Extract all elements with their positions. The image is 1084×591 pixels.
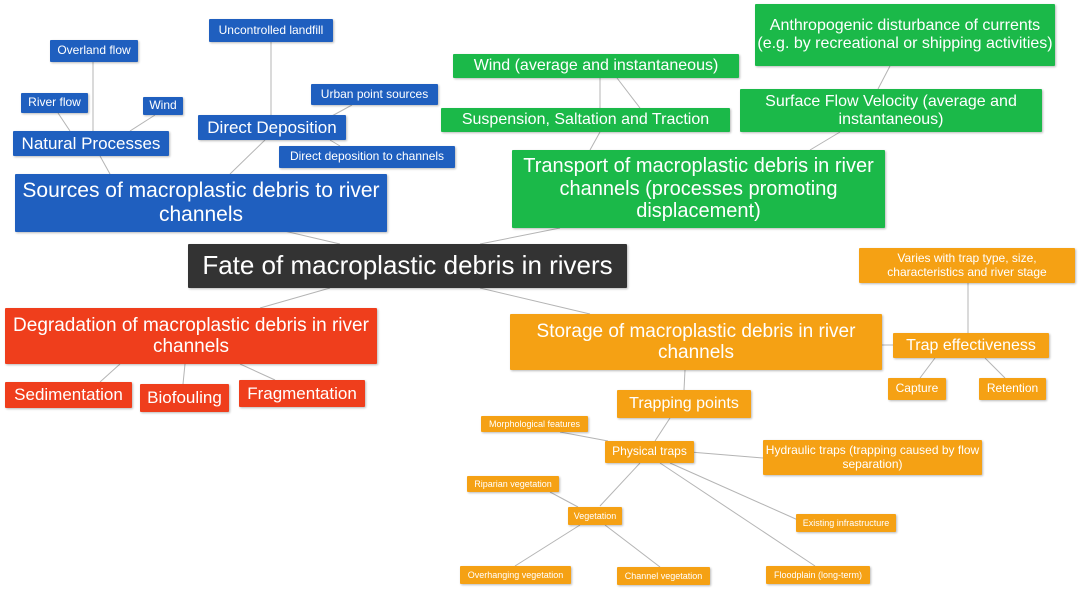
overhanging-vegetation-node[interactable]: Overhanging vegetation (460, 566, 571, 584)
link-trapeff-retention (984, 357, 1006, 379)
link-physical-floodplain (659, 462, 816, 567)
urban-point-sources-node[interactable]: Urban point sources (311, 84, 438, 105)
link-natural-wind (129, 114, 156, 132)
link-physical-morph (559, 431, 609, 442)
retention-node[interactable]: Retention (979, 378, 1046, 400)
link-vegetation-overhanging (514, 524, 581, 567)
vegetation-node[interactable]: Vegetation (568, 507, 622, 525)
hydraulic-traps-node[interactable]: Hydraulic traps (trapping caused by flow… (763, 440, 982, 475)
link-storage-trapping (683, 369, 686, 391)
morphological-features-node[interactable]: Morphological features (481, 416, 588, 432)
natural-processes-node[interactable]: Natural Processes (13, 131, 169, 156)
uncontrolled-landfill-node[interactable]: Uncontrolled landfill (209, 19, 333, 42)
link-sources-natural (99, 155, 111, 175)
link-degradation-biofouling (182, 363, 186, 385)
direct-deposition-channels-node[interactable]: Direct deposition to channels (279, 146, 455, 168)
link-trapeff-capture (919, 357, 936, 379)
link-center-transport (479, 227, 561, 245)
existing-infrastructure-node[interactable]: Existing infrastructure (796, 514, 896, 532)
link-physical-infrastructure (669, 462, 799, 521)
channel-vegetation-node[interactable]: Channel vegetation (617, 567, 710, 585)
fragmentation-node[interactable]: Fragmentation (239, 380, 365, 407)
link-physical-hydraulic (689, 451, 764, 459)
trapping-points-node[interactable]: Trapping points (617, 390, 751, 418)
link-wind-surface (616, 77, 641, 109)
sedimentation-node[interactable]: Sedimentation (5, 382, 132, 408)
wind-transport-node[interactable]: Wind (average and instantaneous) (453, 54, 739, 78)
degradation-node[interactable]: Degradation of macroplastic debris in ri… (5, 308, 377, 364)
direct-deposition-node[interactable]: Direct Deposition (198, 115, 346, 140)
link-degradation-sedimentation (99, 363, 121, 383)
floodplain-node[interactable]: Floodplain (long-term) (766, 566, 870, 584)
physical-traps-node[interactable]: Physical traps (605, 441, 694, 463)
link-vegetation-riparian (549, 491, 579, 508)
anthropogenic-disturbance-node[interactable]: Anthropogenic disturbance of currents (e… (755, 4, 1055, 66)
link-transport-suspension (589, 131, 601, 151)
link-direct-channels (329, 139, 341, 147)
link-degradation-fragmentation (239, 363, 276, 381)
link-center-storage (479, 287, 591, 315)
link-natural-riverflow (57, 112, 71, 132)
biofouling-node[interactable]: Biofouling (140, 384, 229, 412)
transport-node[interactable]: Transport of macroplastic debris in rive… (512, 150, 885, 228)
storage-node[interactable]: Storage of macroplastic debris in river … (510, 314, 882, 370)
riparian-vegetation-node[interactable]: Riparian vegetation (467, 476, 559, 492)
link-physical-vegetation (599, 462, 641, 507)
link-trapping-physical (654, 417, 671, 442)
sources-node[interactable]: Sources of macroplastic debris to river … (15, 174, 387, 232)
trap-effectiveness-node[interactable]: Trap effectiveness (893, 333, 1049, 358)
link-center-degradation (259, 287, 331, 309)
river-flow-node[interactable]: River flow (21, 93, 88, 113)
link-surface-anthropogenic (877, 65, 891, 90)
link-transport-surface (809, 131, 841, 151)
varies-with-trap-node[interactable]: Varies with trap type, size, characteris… (859, 248, 1075, 283)
link-sources-direct (229, 139, 266, 175)
center-node[interactable]: Fate of macroplastic debris in rivers (188, 244, 627, 288)
link-vegetation-channel (604, 524, 661, 568)
suspension-node[interactable]: Suspension, Saltation and Traction (441, 108, 730, 132)
overland-flow-node[interactable]: Overland flow (50, 40, 138, 62)
wind-source-node[interactable]: Wind (143, 97, 183, 115)
link-center-sources (279, 229, 341, 245)
surface-flow-velocity-node[interactable]: Surface Flow Velocity (average and insta… (740, 89, 1042, 132)
capture-node[interactable]: Capture (888, 378, 946, 400)
